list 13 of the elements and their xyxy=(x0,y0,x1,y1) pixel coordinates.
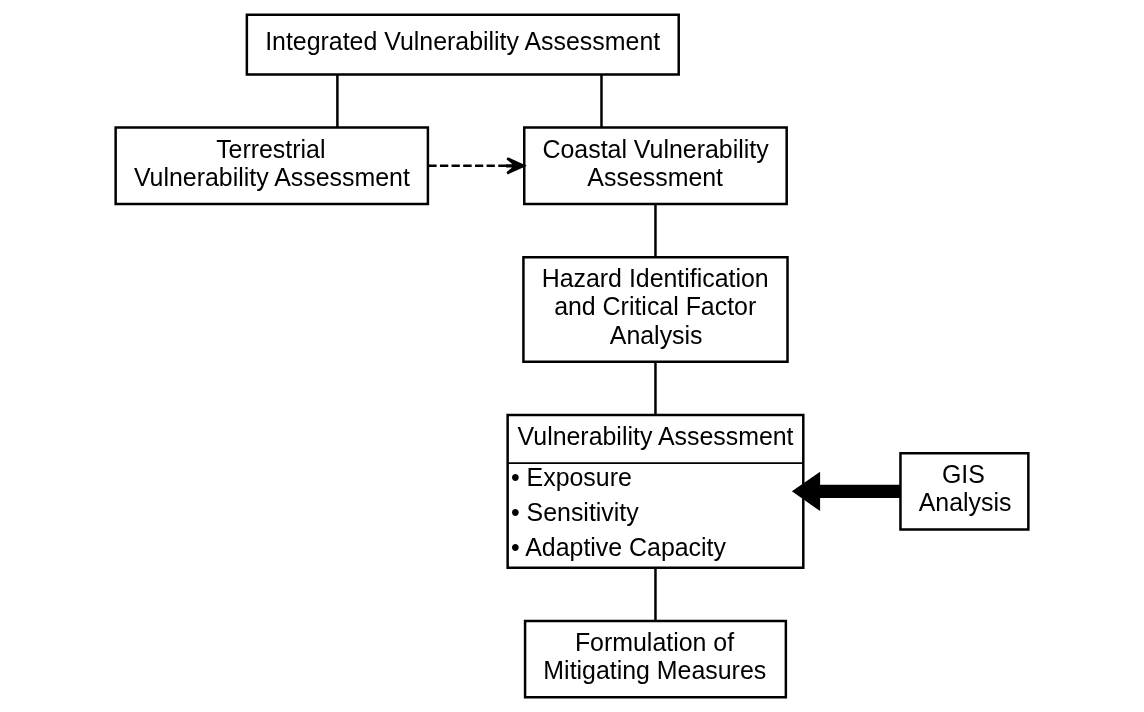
node-box: Formulation of Mitigating Measures xyxy=(523,619,788,699)
node-box: GIS Analysis xyxy=(899,451,1030,531)
node-box: Coastal Vulnerability Assessment xyxy=(523,126,788,206)
node-box: Hazard Identification and Critical Factor Analysis xyxy=(522,255,789,364)
connector xyxy=(654,204,657,257)
connector xyxy=(654,362,657,415)
arrow xyxy=(428,157,526,175)
connector xyxy=(336,74,339,128)
node-box: Terrestrial Vulnerability Assessment xyxy=(114,126,430,206)
arrow xyxy=(791,471,901,512)
connector xyxy=(654,567,657,621)
node-box: Integrated Vulnerability Assessment xyxy=(245,13,680,76)
connector xyxy=(600,74,603,128)
